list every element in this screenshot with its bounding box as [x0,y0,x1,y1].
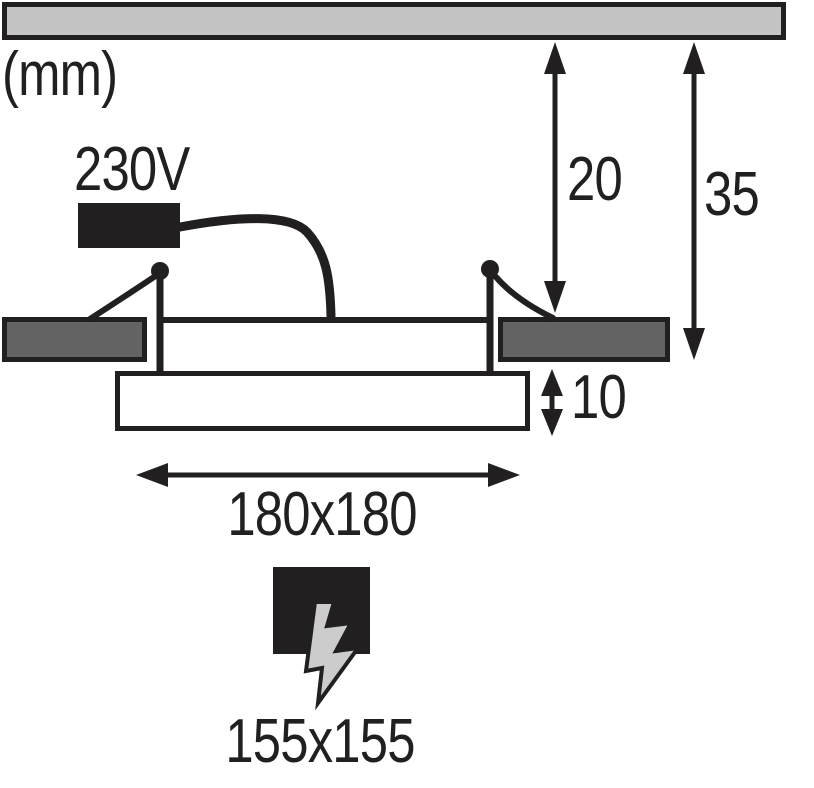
mounting-spring-left [87,274,157,322]
lightning-bolt-icon [303,600,363,711]
clip-pivot-right [481,260,499,278]
mounting-spring-right [493,274,556,321]
dimension-label-overall-depth: 35 [704,160,760,229]
clip-pivot-left [151,262,169,280]
flange-right [498,317,670,362]
dimension-label-recess-depth: 20 [567,145,623,214]
unit-label: (mm) [2,40,118,109]
dimension-label-cutout-size: 155x155 [225,707,415,776]
flange-left [2,317,147,362]
dimension-arrow-180 [136,463,520,487]
mains-cable [175,214,336,321]
dimension-arrow-10 [541,369,563,436]
dimension-label-panel-size: 180x180 [227,480,417,549]
dimension-arrow-35 [683,42,705,360]
dimension-arrow-20 [544,42,566,313]
panel-frame [115,371,530,431]
driver-box [78,203,180,248]
voltage-label: 230V [74,135,190,204]
dimension-label-frame-height: 10 [571,363,627,432]
ceiling-cross-section [2,2,786,40]
